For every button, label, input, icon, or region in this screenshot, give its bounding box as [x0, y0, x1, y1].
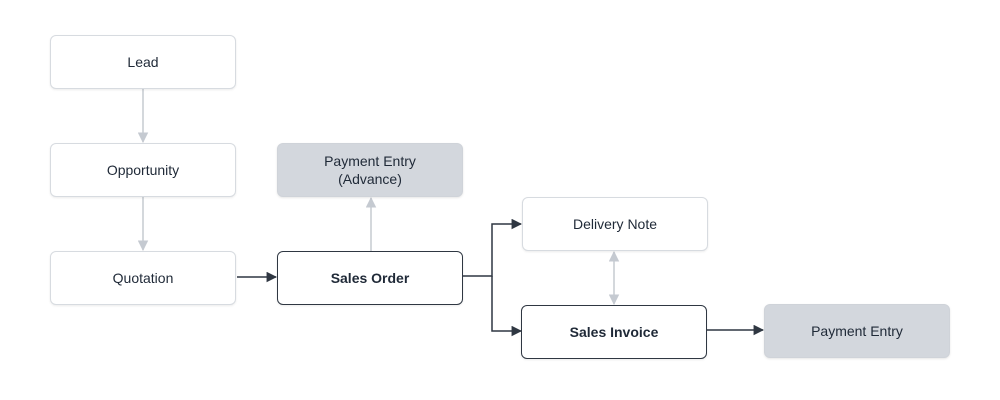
node-sales-order: Sales Order: [277, 251, 463, 305]
node-sales-invoice: Sales Invoice: [521, 305, 707, 359]
connector-salesorder-deliverynote: [463, 218, 523, 277]
node-quotation: Quotation: [50, 251, 236, 305]
connector-salesorder-salesinvoice: [491, 276, 523, 337]
node-payment-entry-advance: Payment Entry (Advance): [277, 143, 463, 197]
node-opportunity: Opportunity: [50, 143, 236, 197]
node-delivery-note: Delivery Note: [522, 197, 708, 251]
node-lead: Lead: [50, 35, 236, 89]
node-payment-entry: Payment Entry: [764, 304, 950, 358]
